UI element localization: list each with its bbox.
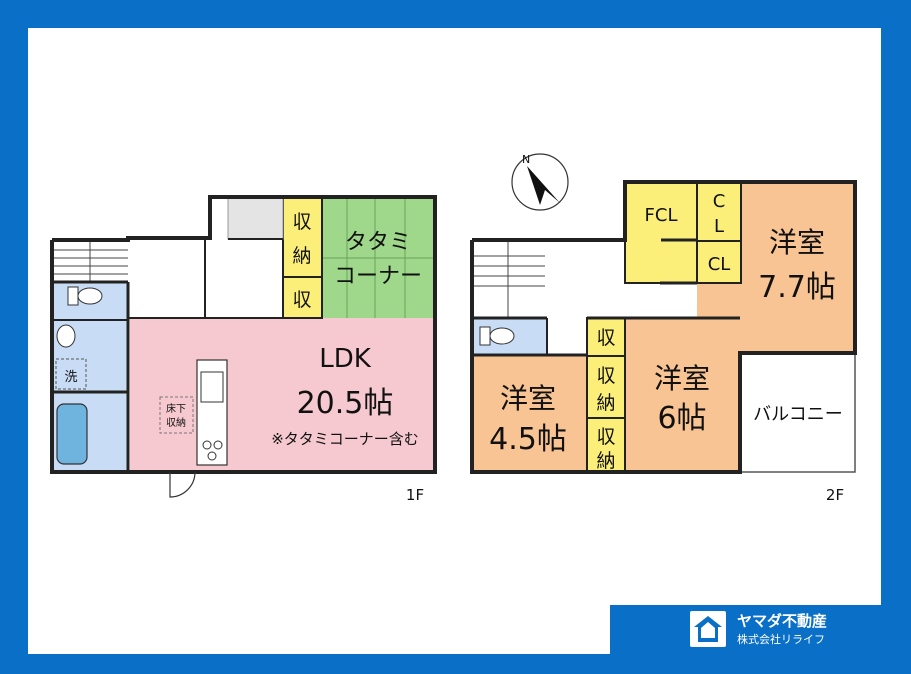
tatami-label-1: タタミ [345,230,411,255]
family-closet [624,181,698,284]
underfloor-label-2: 収納 [166,416,186,429]
fcl-label: FCL [645,205,678,226]
storage-2f-middle-label-1: 収 [596,365,615,387]
cl-bottom-label: CL [708,254,731,275]
sink-icon [200,371,224,403]
closet-bottom [696,240,742,284]
western-room-4-5 [472,355,587,472]
storage-2f-lower-label-1: 収 [596,426,615,448]
room-4-5-name: 洋室 [500,382,556,415]
washbasin-icon [56,324,76,348]
brand-banner [610,605,881,654]
storage-small-label: 収 [292,289,311,311]
storage-2f-middle [586,355,626,419]
storage-2f-small-label: 収 [596,327,615,349]
north-arrow-icon [527,166,560,205]
ldk-room [130,318,435,472]
ldk-name: LDK [319,344,372,374]
room-6-name: 洋室 [654,362,710,395]
room-7-7-size: 7.7帖 [758,270,836,305]
storage-2f-lower [586,417,626,473]
storage-label-2: 納 [292,245,311,267]
floor-2-plan: 洋室 7.7帖 洋室 6帖 洋室 4.5帖 FCL C L CL バルコニー 収… [470,180,857,504]
tatami-label-2: コーナー [334,264,422,289]
storage-2f-small [586,317,626,357]
stove-icon [207,451,217,461]
washroom-label: 洗 [64,370,77,385]
brand-company: 株式会社リライフ [737,633,825,646]
entrance-door[interactable] [169,471,196,498]
floor-1-plan: LDK 20.5帖 ※タタミコーナー含む タタミ コーナー 収 納 収 床下 収… [50,195,437,504]
brand-name: ヤマダ不動産 [737,612,828,630]
wall-2f [470,180,857,474]
storage-label-1: 収 [292,211,311,233]
compass: N [511,153,569,211]
ldk-size: 20.5帖 [297,386,394,421]
storage-2f-middle-label-2: 納 [596,392,615,414]
storage-2f-lower-label-2: 納 [596,450,615,472]
balcony-label: バルコニー [753,404,843,425]
room-6-size: 6帖 [657,401,706,436]
storage-1f-small [282,276,323,319]
bathtub-icon [56,403,88,465]
ldk-note: ※タタミコーナー含む [271,430,419,448]
floor-2-label: 2F [826,486,844,504]
underfloor-label-1: 床下 [166,402,186,415]
house-shield-icon [690,611,726,647]
cl-top-label-1: C [713,191,726,212]
wall-1f [50,195,437,474]
entrance-hall [227,196,284,240]
room-7-7-name: 洋室 [769,226,825,259]
cl-top-label-2: L [714,216,724,237]
stairs-1f [52,240,128,282]
room-4-5-size: 4.5帖 [489,422,567,457]
underfloor-storage [159,396,194,434]
stairs-2f [472,240,545,318]
western-room-6 [625,318,740,472]
floor-1-label: 1F [406,486,424,504]
toilet-icon [77,287,103,305]
toilet-2f-icon [489,327,515,345]
north-label: N [522,153,530,166]
